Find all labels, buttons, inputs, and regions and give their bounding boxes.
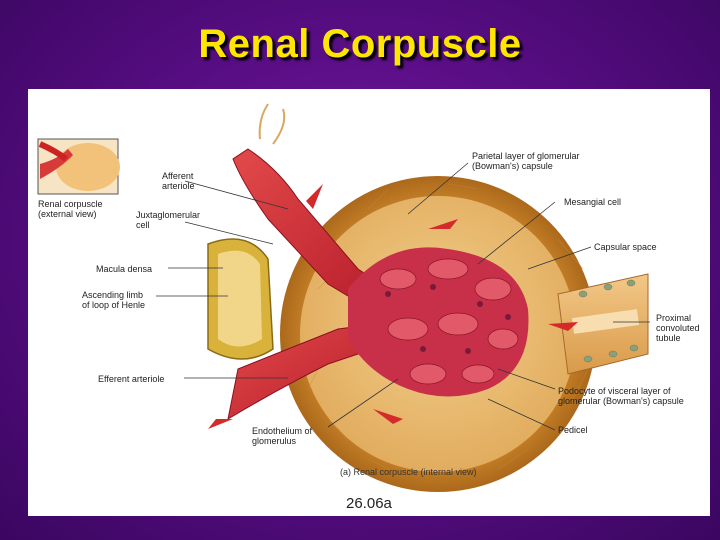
label-ascending-limb: Ascending limb of loop of Henle	[82, 290, 146, 310]
label-proximal-tubule: Proximal convoluted tubule	[656, 313, 700, 343]
renal-corpuscle-illustration	[37, 103, 650, 492]
label-efferent-arteriole: Efferent arteriole	[98, 374, 165, 384]
glomerulus	[348, 247, 529, 397]
label-juxtaglomerular-cell: Juxtaglomerular cell	[136, 210, 201, 230]
flow-arrows	[208, 184, 578, 429]
figure-number: 26.06a	[346, 495, 392, 512]
label-macula-densa: Macula densa	[96, 264, 153, 274]
slide-title: Renal Corpuscle	[198, 22, 522, 66]
label-podocyte: Podocyte of visceral layer of glomerular…	[558, 386, 684, 406]
ascending-limb	[207, 238, 274, 360]
figure-caption: (a) Renal corpuscle (internal view)	[340, 467, 477, 477]
leader-lines	[156, 162, 650, 431]
label-mesangial-cell: Mesangial cell	[564, 197, 622, 207]
label-pedicel: Pedicel	[558, 425, 588, 435]
label-capsular-space: Capsular space	[594, 242, 657, 252]
proximal-tubule	[557, 273, 649, 375]
diagram-figure: Renal corpuscle (external view) Afferent…	[28, 89, 710, 516]
label-renal-corpuscle-external: Renal corpuscle (external view)	[38, 199, 103, 219]
label-endothelium: Endothelium of glomerulus	[252, 426, 313, 446]
label-afferent-arteriole: Afferent arteriole	[162, 171, 195, 191]
inset-thumbnail	[37, 138, 120, 195]
label-parietal-layer: Parietal layer of glomerular (Bowman's) …	[472, 151, 580, 171]
